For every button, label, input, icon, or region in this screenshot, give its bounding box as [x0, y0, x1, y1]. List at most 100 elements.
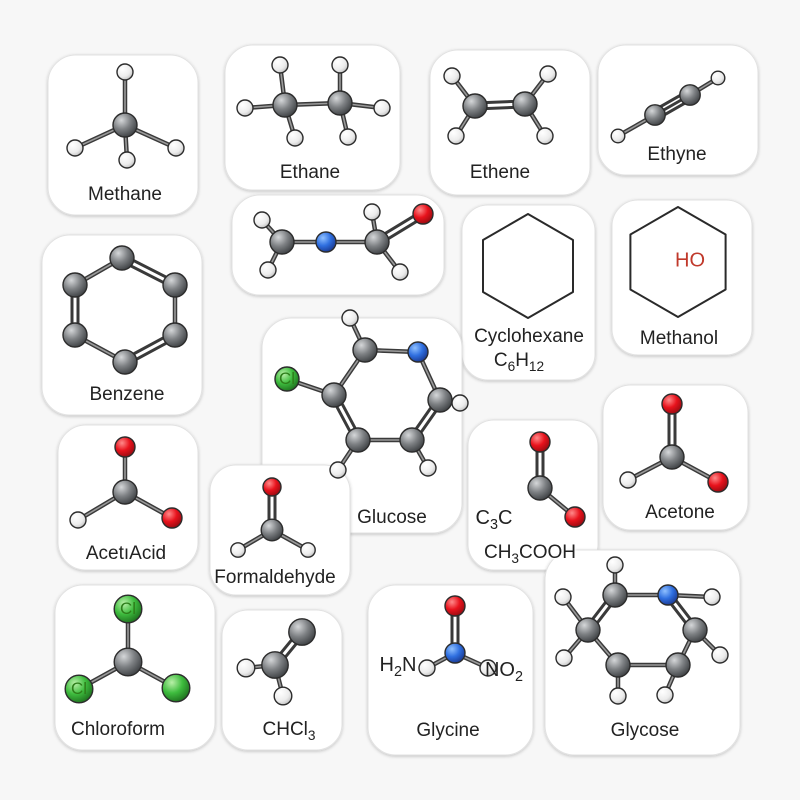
- ethane-hydrogen-atom: [271, 56, 289, 74]
- glycose-carbon-atom: [602, 582, 628, 608]
- ethene-model: [443, 65, 557, 145]
- chloroform-chlorine-atom: [113, 594, 143, 624]
- ethene-carbon-atom: [512, 91, 538, 117]
- acetone-oxygen-atom: [707, 471, 729, 493]
- chloroform-cl-left-text: Cl: [70, 679, 88, 698]
- chcl3-sticker: [221, 609, 343, 751]
- glycine-nitrogen-atom: [444, 642, 466, 664]
- ethane-label: Ethane: [279, 162, 341, 183]
- glucose-nitrogen-atom: [407, 341, 429, 363]
- ethene-hydrogen-atom: [539, 65, 557, 83]
- ethane-model: [236, 56, 391, 147]
- ethene-carbon-atom: [462, 93, 488, 119]
- acetic-formula-oxygen-atom: [529, 431, 551, 453]
- acetic-formula-label: CH3COOH: [483, 542, 577, 566]
- glycose-hydrogen-atom: [554, 588, 572, 606]
- methane-label: Methane: [88, 184, 162, 205]
- cyclohexane-label: Cyclohexane: [474, 326, 584, 347]
- chcl3-label: CHCl3: [262, 719, 316, 743]
- acetic-acid-carbon-atom: [112, 479, 138, 505]
- glucose-chlorine-atom: [274, 366, 300, 392]
- acetone-label: Acetone: [645, 502, 715, 523]
- ethane-sticker: [224, 44, 401, 191]
- amide-hydrogen-atom: [259, 261, 277, 279]
- methane-model: [66, 63, 185, 169]
- benzene-carbon-atom: [109, 245, 135, 271]
- glycine-sticker: [367, 584, 534, 756]
- glucose-model: [274, 309, 469, 479]
- amide-oxygen-atom: [412, 203, 434, 225]
- glucose-label: Glucose: [357, 507, 427, 528]
- glucose-carbon-atom: [399, 427, 425, 453]
- glucose-carbon-atom: [321, 382, 347, 408]
- acetic-formula-oxygen-atom: [564, 506, 586, 528]
- amide-model: [253, 203, 434, 281]
- acetic-formula-carbon-atom: [527, 475, 553, 501]
- benzene-carbon-atom: [162, 272, 188, 298]
- chloroform-label: Chloroform: [71, 719, 165, 740]
- glycose-carbon-atom: [665, 652, 691, 678]
- formaldehyde-carbon-atom: [260, 518, 284, 542]
- cyclohexane-formula: C6H12: [493, 350, 545, 374]
- ethene-hydrogen-atom: [443, 67, 461, 85]
- acetic-formula-model: [527, 431, 586, 528]
- amide-sticker: [231, 194, 445, 296]
- glucose-hydrogen-atom: [451, 394, 469, 412]
- formaldehyde-oxygen-atom: [262, 477, 282, 497]
- ethene-hydrogen-atom: [447, 127, 465, 145]
- ethane-hydrogen-atom: [373, 99, 391, 117]
- acetic-acid-oxygen-atom: [161, 507, 183, 529]
- glycose-label: Glycose: [610, 720, 680, 741]
- benzene-carbon-atom: [62, 322, 88, 348]
- amide-hydrogen-atom: [253, 211, 271, 229]
- glycine-label: Glycine: [416, 720, 480, 741]
- formaldehyde-model: [230, 477, 316, 558]
- amide-hydrogen-atom: [363, 203, 381, 221]
- chloroform-carbon-atom: [113, 647, 143, 677]
- benzene-carbon-atom: [62, 272, 88, 298]
- ethane-carbon-atom: [327, 90, 353, 116]
- formaldehyde-hydrogen-atom: [300, 542, 316, 558]
- glycine-hydrogen-atom: [418, 659, 436, 677]
- methane-hydrogen-atom: [118, 151, 136, 169]
- glycose-hydrogen-atom: [606, 556, 624, 574]
- ethene-label: Ethene: [469, 162, 531, 183]
- ethyne-label: Ethyne: [647, 144, 707, 165]
- glycose-hydrogen-atom: [656, 686, 674, 704]
- glycose-carbon-atom: [682, 617, 708, 643]
- benzene-carbon-atom: [162, 322, 188, 348]
- glycose-nitrogen-atom: [657, 584, 679, 606]
- amide-carbon-atom: [364, 229, 390, 255]
- amide-carbon-atom: [269, 229, 295, 255]
- ethyne-model: [610, 70, 726, 144]
- ethane-hydrogen-atom: [331, 56, 349, 74]
- acetone-oxygen-atom: [661, 393, 683, 415]
- glucose-carbon-atom: [345, 427, 371, 453]
- acetone-hydrogen-atom: [619, 471, 637, 489]
- glycose-carbon-atom: [575, 617, 601, 643]
- benzene-label: Benzene: [89, 384, 165, 405]
- formaldehyde-hydrogen-atom: [230, 542, 246, 558]
- glucose-cl-text: Cl: [278, 369, 296, 388]
- methanol-ring: [629, 206, 727, 318]
- glycine-h2n-text: H2N: [379, 654, 417, 680]
- glycine-hydrogen-atom: [479, 659, 497, 677]
- acetic-acid-oxygen-atom: [114, 436, 136, 458]
- chcl3-hydrogen-atom: [273, 686, 293, 706]
- ethane-hydrogen-atom: [286, 129, 304, 147]
- acetic-acid-hydrogen-atom: [69, 511, 87, 529]
- cyclohexane-ring: [482, 213, 574, 319]
- ethyne-carbon-atom: [644, 104, 666, 126]
- acetic-c3c-text: C3C: [475, 507, 513, 533]
- chcl3-carbon-atom: [261, 651, 289, 679]
- acetic-acid-model: [69, 436, 183, 529]
- glycine-no2-text: NO2: [484, 659, 524, 685]
- glycose-carbon-atom: [605, 652, 631, 678]
- methane-hydrogen-atom: [66, 139, 84, 157]
- glucose-hydrogen-atom: [419, 459, 437, 477]
- glycose-hydrogen-atom: [711, 646, 729, 664]
- glycose-hydrogen-atom: [703, 588, 721, 606]
- chloroform-chlorine-atom: [64, 674, 94, 704]
- chcl3-hydrogen-atom: [236, 658, 256, 678]
- amide-hydrogen-atom: [391, 263, 409, 281]
